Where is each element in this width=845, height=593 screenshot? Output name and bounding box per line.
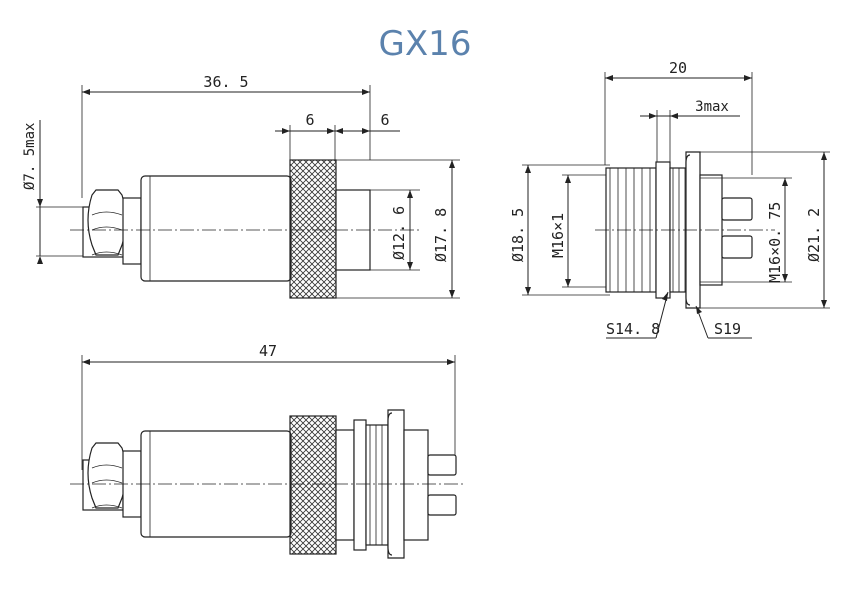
drawing-title: GX16 [379,24,472,64]
plug-cable-diameter-label: Ø7. 5max [22,123,38,190]
plug-inner-diameter-label: Ø12. 6 [390,206,408,260]
plug-knurl-width-label: 6 [305,111,314,129]
socket-front-thread-label: M16×0. 75 [766,202,784,283]
socket-rear-thread-label: M16×1 [549,213,567,258]
assembly-view: 47 [70,342,465,559]
socket-wrench-small-label: S14. 8 [606,320,660,338]
socket-width-label: 20 [669,59,687,77]
socket-nut-diameter-label: Ø21. 2 [805,208,823,262]
socket-panel-thickness-label: 3max [695,99,729,115]
socket-wrench-large-label: S19 [714,320,741,338]
plug-front-width-label: 6 [380,111,389,129]
assembly-length-label: 47 [259,342,277,360]
socket-view: 20 3max Ø18. 5 M16×1 [509,59,830,339]
plug-outer-diameter-label: Ø17. 8 [432,208,450,262]
plug-view: 36. 5 6 6 Ø7. 5max [22,73,460,299]
plug-length-label: 36. 5 [203,73,248,91]
socket-flange-diameter-label: Ø18. 5 [509,208,527,262]
